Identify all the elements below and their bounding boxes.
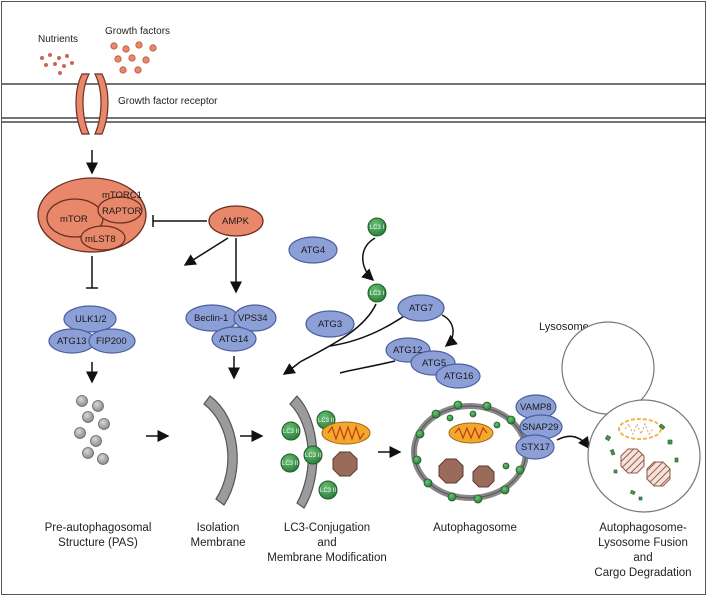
lc3-top-label: LC3 I [370, 225, 385, 231]
lc3-ii-label-2: LC3 II [318, 418, 334, 424]
lc3-ii-label-1: LC3 II [283, 429, 299, 435]
lc3-ii-label-5: LC3 II [320, 488, 336, 494]
growth-factors-label: Growth factors [105, 26, 170, 37]
atg12-to-membrane-path [339, 360, 396, 374]
autophagosome-cargo-octagon-1 [438, 458, 464, 484]
caption-iso-line-1: Isolation [197, 522, 240, 534]
fip200-label: FIP200 [96, 336, 127, 347]
autophagosome-cargo-octagon-2 [472, 465, 495, 488]
caption-fus-line-4: Cargo Degradation [594, 567, 691, 579]
nutrient-dots [40, 53, 74, 75]
growth-factor-dots [110, 41, 157, 74]
atg16-label: ATG16 [444, 371, 473, 382]
caption-isolation: Isolation Membrane [191, 522, 246, 549]
raptor-label: RAPTOR [102, 206, 142, 217]
caption-pas: Pre-autophagosomal Structure (PAS) [45, 522, 152, 549]
caption-pas-line-2: Structure (PAS) [58, 537, 138, 549]
snap29-label: SNAP29 [522, 422, 558, 433]
atg5-label: ATG5 [422, 358, 446, 369]
isolation-membrane-shape [203, 395, 238, 506]
growth-factor-receptor-label: Growth factor receptor [118, 96, 218, 107]
cargo-octagon-icon [332, 451, 358, 477]
beclin1-label: Beclin-1 [194, 313, 228, 324]
degraded-mitochondrion-icon [618, 418, 662, 440]
atg14-label: ATG14 [219, 334, 248, 345]
caption-fus-line-2: Lysosome Fusion [598, 537, 688, 549]
pas-vesicles [74, 395, 110, 465]
caption-lc3-line-2: and [317, 537, 336, 549]
arrow-to-lc3-membrane [282, 361, 301, 375]
atg7-node [397, 294, 445, 322]
caption-fus-line-1: Autophagosome- [599, 522, 687, 534]
lysosome-label: Lysosome [539, 321, 589, 333]
atg4-label: ATG4 [301, 245, 325, 256]
atg7-label: ATG7 [409, 303, 433, 314]
ampk-node [208, 205, 264, 237]
degraded-cargo-octagon-1 [620, 448, 645, 474]
caption-lc3-line-1: LC3-Conjugation [284, 522, 370, 534]
arrow-lc3-processing [361, 237, 376, 282]
lc3-ii-markers [280, 410, 338, 500]
vps34-label: VPS34 [238, 313, 268, 324]
mitochondrion-icon [321, 421, 371, 445]
caption-autophagosome: Autophagosome [433, 522, 517, 534]
plasma-membrane [2, 83, 706, 123]
atg4-node [288, 236, 338, 264]
lc3-i-top-icon [367, 217, 387, 237]
caption-auto-line-1: Autophagosome [433, 522, 517, 534]
growth-factor-receptor-icon [75, 73, 109, 135]
lc3-ii-label-3: LC3 II [305, 453, 321, 459]
inhibition-ampk-to-mtorc1 [152, 215, 207, 227]
atg12-5-16-complex [385, 337, 481, 389]
ulk12-label: ULK1/2 [75, 314, 107, 325]
lc3-ii-label-4: LC3 II [282, 461, 298, 467]
lc3-conjugation-path [299, 303, 377, 363]
ampk-label: AMPK [222, 216, 250, 227]
inhibition-mtorc1-to-ulk [86, 256, 98, 289]
beclin-complex [185, 304, 277, 352]
mtorc1-label: mTORC1 [102, 190, 142, 201]
caption-lc3-line-3: Membrane Modification [267, 552, 387, 564]
caption-iso-line-2: Membrane [191, 537, 246, 549]
caption-fus-line-3: and [633, 552, 652, 564]
vamp8-label: VAMP8 [520, 402, 552, 413]
stx17-label: STX17 [521, 442, 550, 453]
atg3-node [305, 310, 355, 338]
arrow-fusion [556, 435, 590, 450]
mtor-label: mTOR [60, 214, 88, 225]
ulk-complex [48, 305, 136, 354]
mtorc1-complex [37, 177, 147, 253]
arrow-ampk-to-ulk [183, 237, 229, 266]
caption-lc3: LC3-Conjugation and Membrane Modificatio… [267, 522, 387, 564]
atg3-label: ATG3 [318, 319, 342, 330]
snare-complex [515, 394, 563, 460]
caption-fusion: Autophagosome- Lysosome Fusion and Cargo… [594, 522, 691, 579]
arrow-atg7-to-atg12 [441, 314, 458, 347]
lc3-i-mid-icon [367, 283, 387, 303]
atg12-label: ATG12 [393, 345, 422, 356]
autophagosome-lc3-dots [412, 400, 528, 504]
lc3-mid-label: LC3 I [370, 291, 385, 297]
degraded-cargo-octagon-2 [646, 461, 671, 487]
autophagosome-mitochondrion-icon [448, 422, 494, 444]
caption-pas-line-1: Pre-autophagosomal [45, 522, 152, 534]
lc3-membrane-shape [289, 395, 318, 509]
nutrients-label: Nutrients [38, 34, 78, 45]
atg13-label: ATG13 [57, 336, 86, 347]
degraded-lc3-fragments [604, 423, 679, 501]
mlst8-label: mLST8 [85, 234, 116, 245]
